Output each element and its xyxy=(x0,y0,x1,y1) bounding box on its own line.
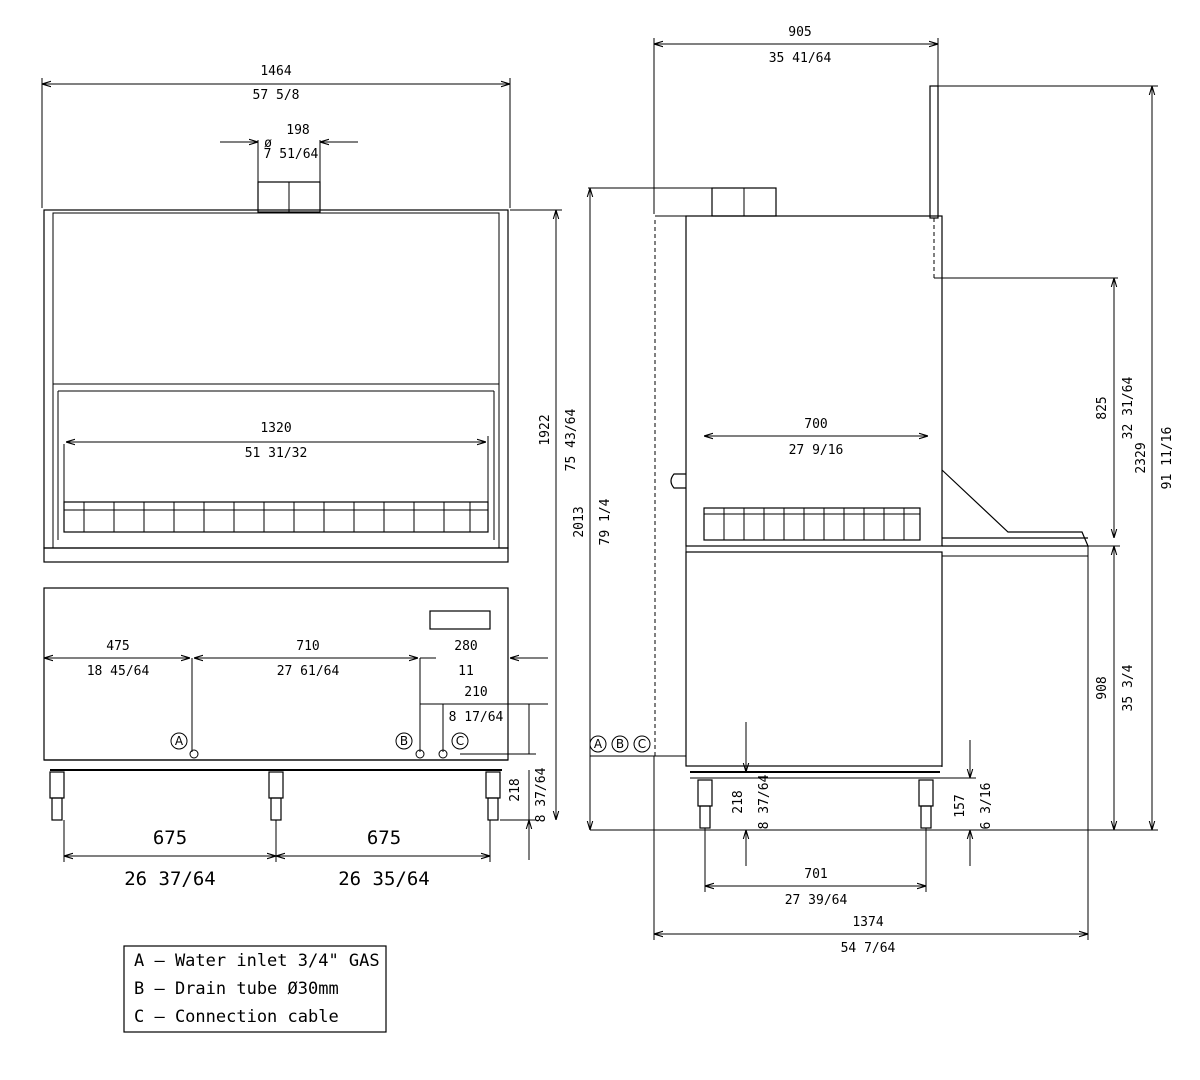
svg-text:2013: 2013 xyxy=(572,506,587,537)
tank-top xyxy=(43,547,509,563)
svg-text:157: 157 xyxy=(953,794,968,817)
legend-item-a: A – Water inlet 3/4" GAS xyxy=(134,951,380,971)
dim-overall-width: 1464 57 5/8 xyxy=(41,64,511,208)
marker-c-circle xyxy=(451,732,469,750)
svg-text:27 39/64: 27 39/64 xyxy=(785,893,848,908)
legs-side xyxy=(697,779,934,829)
side-marker-b-label: B xyxy=(616,737,624,751)
legs-front xyxy=(49,771,501,821)
front-view: A B C 1464 57 5/8 ø 198 7 51/64 1320 51 … xyxy=(41,64,712,890)
marker-a-circle xyxy=(170,732,188,750)
svg-text:1922: 1922 xyxy=(538,414,553,445)
rear-column xyxy=(929,85,939,219)
svg-text:26 37/64: 26 37/64 xyxy=(124,868,216,890)
hood-outline xyxy=(43,209,509,549)
dim-side-conn-height: 157 6 3/16 xyxy=(940,740,994,866)
dim-leg-spacing: 675 26 37/64 675 26 35/64 xyxy=(63,820,491,890)
svg-text:825: 825 xyxy=(1095,396,1110,419)
dim-leg-height: 218 8 37/64 xyxy=(500,767,549,860)
side-marker-a-circle xyxy=(589,735,607,753)
dim-flue: ø 198 7 51/64 xyxy=(220,123,358,182)
side-marker-c-label: C xyxy=(638,737,646,751)
svg-text:18 45/64: 18 45/64 xyxy=(87,664,150,679)
svg-text:8 37/64: 8 37/64 xyxy=(534,767,549,822)
svg-text:475: 475 xyxy=(106,639,129,654)
svg-text:1464: 1464 xyxy=(260,64,291,79)
svg-text:1374: 1374 xyxy=(852,915,883,930)
side-marker-a-label: A xyxy=(594,737,603,751)
svg-text:35 3/4: 35 3/4 xyxy=(1121,664,1136,711)
side-table xyxy=(941,469,1089,547)
dim-total-height: 2329 91 11/16 xyxy=(938,85,1175,830)
svg-text:908: 908 xyxy=(1095,676,1110,699)
marker-c-label: C xyxy=(456,734,464,748)
svg-text:218: 218 xyxy=(731,790,746,813)
svg-text:700: 700 xyxy=(804,417,827,432)
svg-text:11: 11 xyxy=(458,664,474,679)
dim-side-depth-top: 905 35 41/64 xyxy=(653,25,939,214)
svg-text:32 31/64: 32 31/64 xyxy=(1121,377,1136,440)
svg-text:27 61/64: 27 61/64 xyxy=(277,664,340,679)
svg-text:218: 218 xyxy=(508,778,523,801)
door-handle xyxy=(670,473,686,489)
dim-leg-span: 701 27 39/64 xyxy=(704,828,927,908)
svg-text:26 35/64: 26 35/64 xyxy=(338,868,430,890)
marker-b-label: B xyxy=(400,734,408,748)
svg-text:2329: 2329 xyxy=(1134,442,1149,473)
side-view: A B C 905 35 41/64 700 27 9/16 825 32 31… xyxy=(589,25,1175,956)
svg-text:6 3/16: 6 3/16 xyxy=(979,783,994,830)
svg-text:8 37/64: 8 37/64 xyxy=(757,774,772,829)
control-panel xyxy=(429,610,491,630)
svg-text:8 17/64: 8 17/64 xyxy=(449,710,504,725)
svg-text:675: 675 xyxy=(367,827,401,849)
svg-text:1320: 1320 xyxy=(260,421,291,436)
dim-side-depth-bottom: 1374 54 7/64 xyxy=(653,556,1089,956)
legend-box: A – Water inlet 3/4" GAS B – Drain tube … xyxy=(123,945,387,1033)
svg-text:57 5/8: 57 5/8 xyxy=(253,88,300,103)
svg-text:710: 710 xyxy=(296,639,319,654)
dim-table-height: 908 35 3/4 xyxy=(590,545,1158,831)
side-marker-b-circle xyxy=(611,735,629,753)
svg-text:210: 210 xyxy=(464,685,487,700)
dim-side-leg-height: 218 8 37/64 xyxy=(731,722,772,866)
side-body xyxy=(685,551,943,767)
svg-text:905: 905 xyxy=(788,25,811,40)
legend-item-c: C – Connection cable xyxy=(134,1007,339,1027)
basket-rack xyxy=(63,436,495,540)
dim-basket-width: 1320 51 31/32 xyxy=(66,421,486,461)
dim-rack-depth: 700 27 9/16 xyxy=(704,417,928,458)
side-marker-c-circle xyxy=(633,735,651,753)
svg-text:35 41/64: 35 41/64 xyxy=(769,51,832,66)
svg-text:91 11/16: 91 11/16 xyxy=(1160,427,1175,490)
svg-text:75 43/64: 75 43/64 xyxy=(564,409,579,472)
svg-text:79 1/4: 79 1/4 xyxy=(598,498,613,545)
dim-height-top: 1922 75 43/64 xyxy=(510,209,579,820)
svg-text:675: 675 xyxy=(153,827,187,849)
dim-open-height: 825 32 31/64 xyxy=(1095,278,1136,538)
svg-text:198: 198 xyxy=(286,123,309,138)
svg-text:27 9/16: 27 9/16 xyxy=(789,443,844,458)
svg-text:7 51/64: 7 51/64 xyxy=(264,147,319,162)
svg-text:280: 280 xyxy=(454,639,477,654)
legend-item-b: B – Drain tube Ø30mm xyxy=(134,979,339,999)
svg-text:54 7/64: 54 7/64 xyxy=(841,941,896,956)
svg-text:701: 701 xyxy=(804,867,827,882)
svg-text:51 31/32: 51 31/32 xyxy=(245,446,308,461)
dim-connections: 475 18 45/64 710 27 61/64 280 11 210 8 1… xyxy=(44,639,548,755)
side-hood xyxy=(685,215,943,547)
hood-inner xyxy=(52,212,500,549)
side-rack xyxy=(703,507,921,541)
dim-height-total: 2013 79 1/4 xyxy=(572,187,712,830)
marker-b-circle xyxy=(395,732,413,750)
marker-a-label: A xyxy=(175,734,184,748)
svg-text:ø: ø xyxy=(264,136,272,151)
